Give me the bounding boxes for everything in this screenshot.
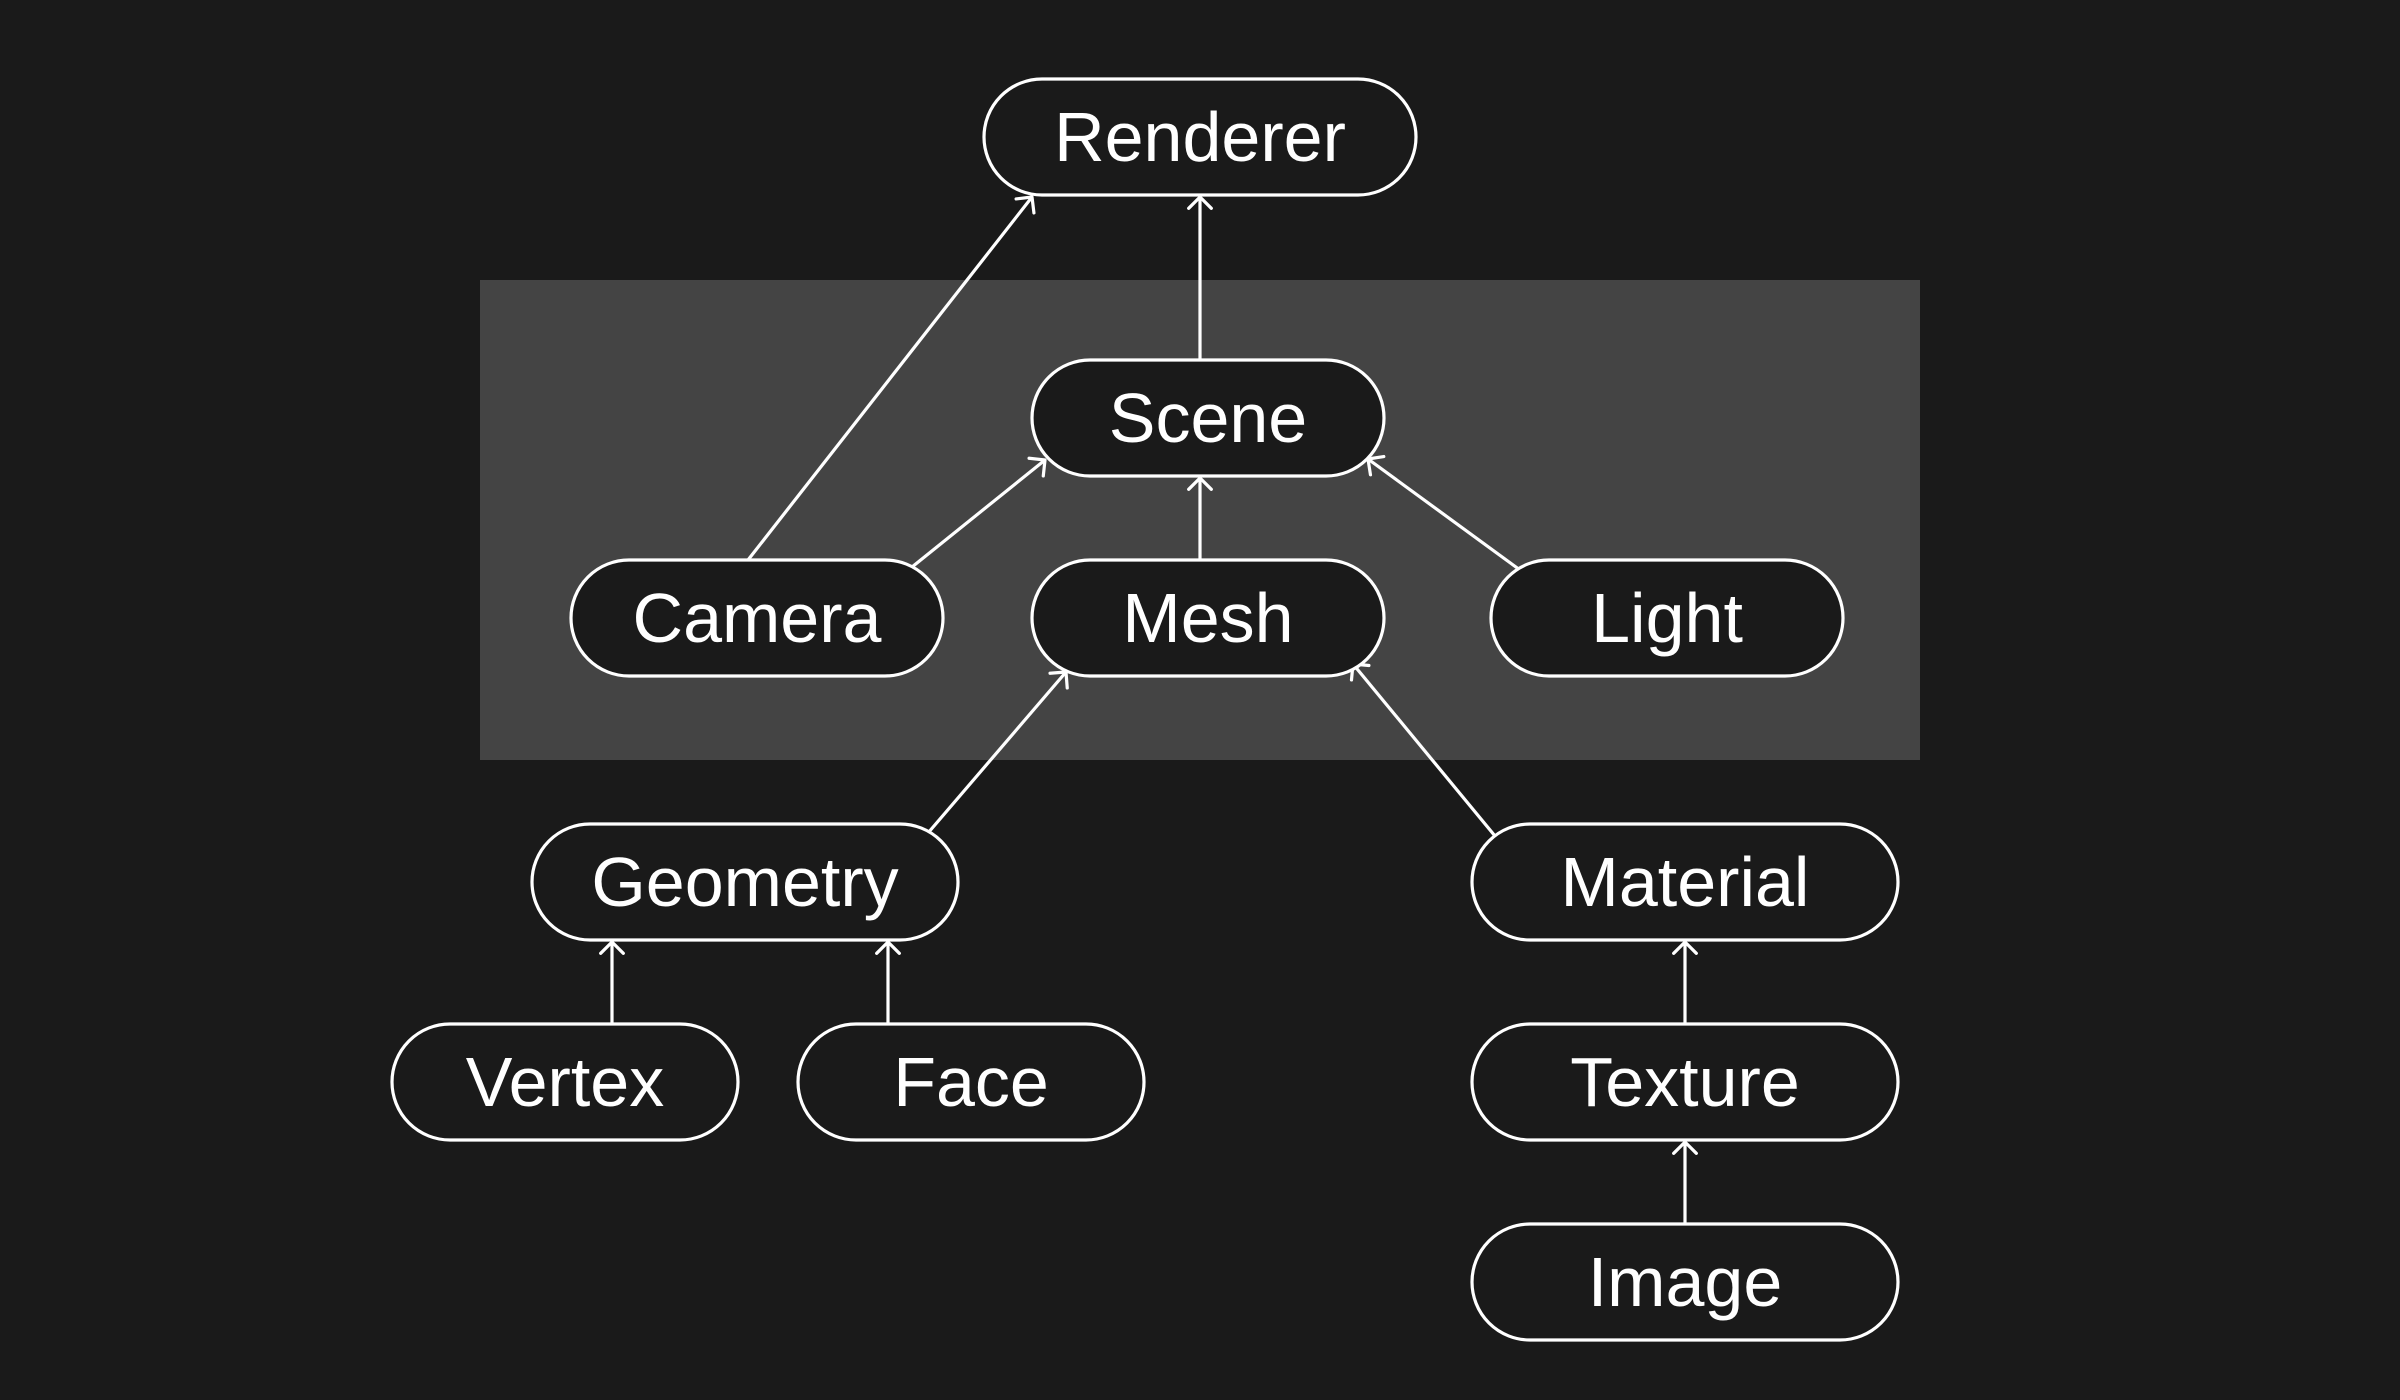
- node-light[interactable]: Light: [1489, 558, 1845, 678]
- node-geometry-label: Geometry: [591, 843, 898, 921]
- arrowhead-icon: [1672, 940, 1698, 955]
- arrowhead-icon: [1672, 1140, 1698, 1155]
- edge-image-to-texture: [1672, 1140, 1698, 1224]
- node-material[interactable]: Material: [1470, 822, 1900, 942]
- arrowhead-icon: [1027, 456, 1047, 478]
- arrowhead-icon: [1187, 195, 1213, 210]
- node-mesh-label: Mesh: [1122, 579, 1293, 657]
- arrowhead-icon: [875, 940, 901, 955]
- edge-face-to-geometry: [875, 940, 901, 1024]
- node-camera-label: Camera: [633, 579, 882, 657]
- node-vertex-label: Vertex: [466, 1043, 664, 1121]
- edge-vertex-to-geometry: [599, 940, 625, 1024]
- node-scene-label: Scene: [1109, 379, 1307, 457]
- node-camera[interactable]: Camera: [569, 558, 945, 678]
- node-face-label: Face: [893, 1043, 1049, 1121]
- node-material-label: Material: [1561, 843, 1810, 921]
- edge-texture-to-material: [1672, 940, 1698, 1024]
- node-image[interactable]: Image: [1470, 1222, 1900, 1342]
- node-vertex[interactable]: Vertex: [390, 1022, 740, 1142]
- edge-mesh-to-scene: [1187, 476, 1213, 560]
- node-texture[interactable]: Texture: [1470, 1022, 1900, 1142]
- node-renderer[interactable]: Renderer: [982, 77, 1418, 197]
- node-texture-label: Texture: [1570, 1043, 1800, 1121]
- edge-scene-to-renderer: [1187, 195, 1213, 360]
- node-geometry[interactable]: Geometry: [530, 822, 960, 942]
- node-renderer-label: Renderer: [1054, 98, 1346, 176]
- arrowhead-icon: [1014, 195, 1036, 215]
- nodes-layer: Renderer Scene Camera Mesh Light Geometr…: [390, 77, 1900, 1342]
- node-light-label: Light: [1591, 579, 1743, 657]
- arrowhead-icon: [1187, 476, 1213, 491]
- edge-camera-to-renderer: [746, 195, 1036, 561]
- node-scene[interactable]: Scene: [1030, 358, 1386, 478]
- node-face[interactable]: Face: [796, 1022, 1146, 1142]
- node-image-label: Image: [1588, 1243, 1783, 1321]
- arrowhead-icon: [599, 940, 625, 955]
- node-mesh[interactable]: Mesh: [1030, 558, 1386, 678]
- edge-camera-to-scene: [910, 456, 1047, 569]
